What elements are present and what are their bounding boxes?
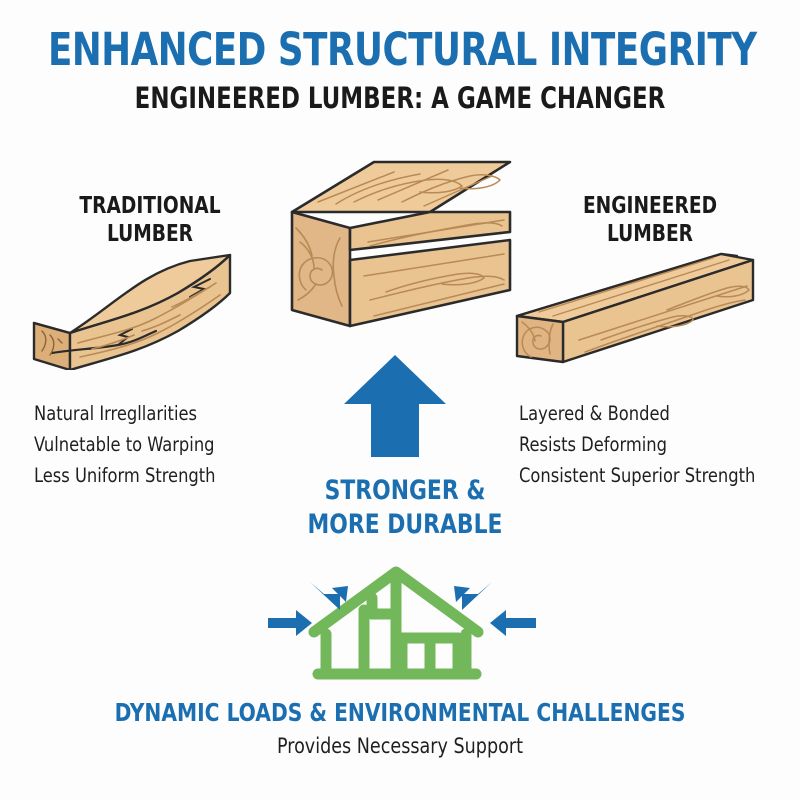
- warped-lumber-board-icon: [22, 245, 272, 375]
- page-subtitle: ENGINEERED LUMBER: A GAME CHANGER: [134, 81, 666, 115]
- column-heading-traditional-line2: LUMBER: [106, 221, 194, 247]
- up-arrow-icon: [340, 352, 450, 465]
- feature-item: Vulnetable to Warping: [34, 433, 215, 456]
- callout-stronger-more-durable: STRONGER & MORE DURABLE: [293, 474, 518, 542]
- feature-list-traditional: Natural Irregllarities Vulnetable to War…: [34, 398, 216, 491]
- footer-title: DYNAMIC LOADS & ENVIRONMENTAL CHALLENGES: [114, 698, 686, 727]
- column-heading-traditional-line1: TRADITIONAL: [79, 193, 221, 219]
- feature-item: Consistent Superior Strength: [519, 464, 756, 487]
- straight-lumber-beam-icon: [505, 248, 767, 371]
- page-title: ENHANCED STRUCTURAL INTEGRITY: [48, 23, 757, 76]
- column-heading-engineered-line2: LUMBER: [606, 221, 694, 247]
- feature-item: Less Uniform Strength: [34, 464, 216, 487]
- house-frame-icon: [266, 552, 538, 685]
- column-heading-traditional: TRADITIONAL LUMBER: [33, 192, 267, 248]
- column-heading-engineered-line1: ENGINEERED: [582, 193, 718, 219]
- feature-item: Natural Irregllarities: [34, 402, 198, 425]
- feature-item: Layered & Bonded: [519, 402, 670, 425]
- footer-subtitle: Provides Necessary Support: [277, 734, 523, 758]
- feature-list-engineered: Layered & Bonded Resists Deforming Consi…: [519, 398, 755, 491]
- column-heading-engineered: ENGINEERED LUMBER: [533, 192, 767, 248]
- callout-line1: STRONGER &: [324, 475, 486, 506]
- feature-item: Resists Deforming: [519, 433, 668, 456]
- callout-line2: MORE DURABLE: [307, 509, 503, 540]
- engineered-lumber-beam-icon: [278, 150, 523, 340]
